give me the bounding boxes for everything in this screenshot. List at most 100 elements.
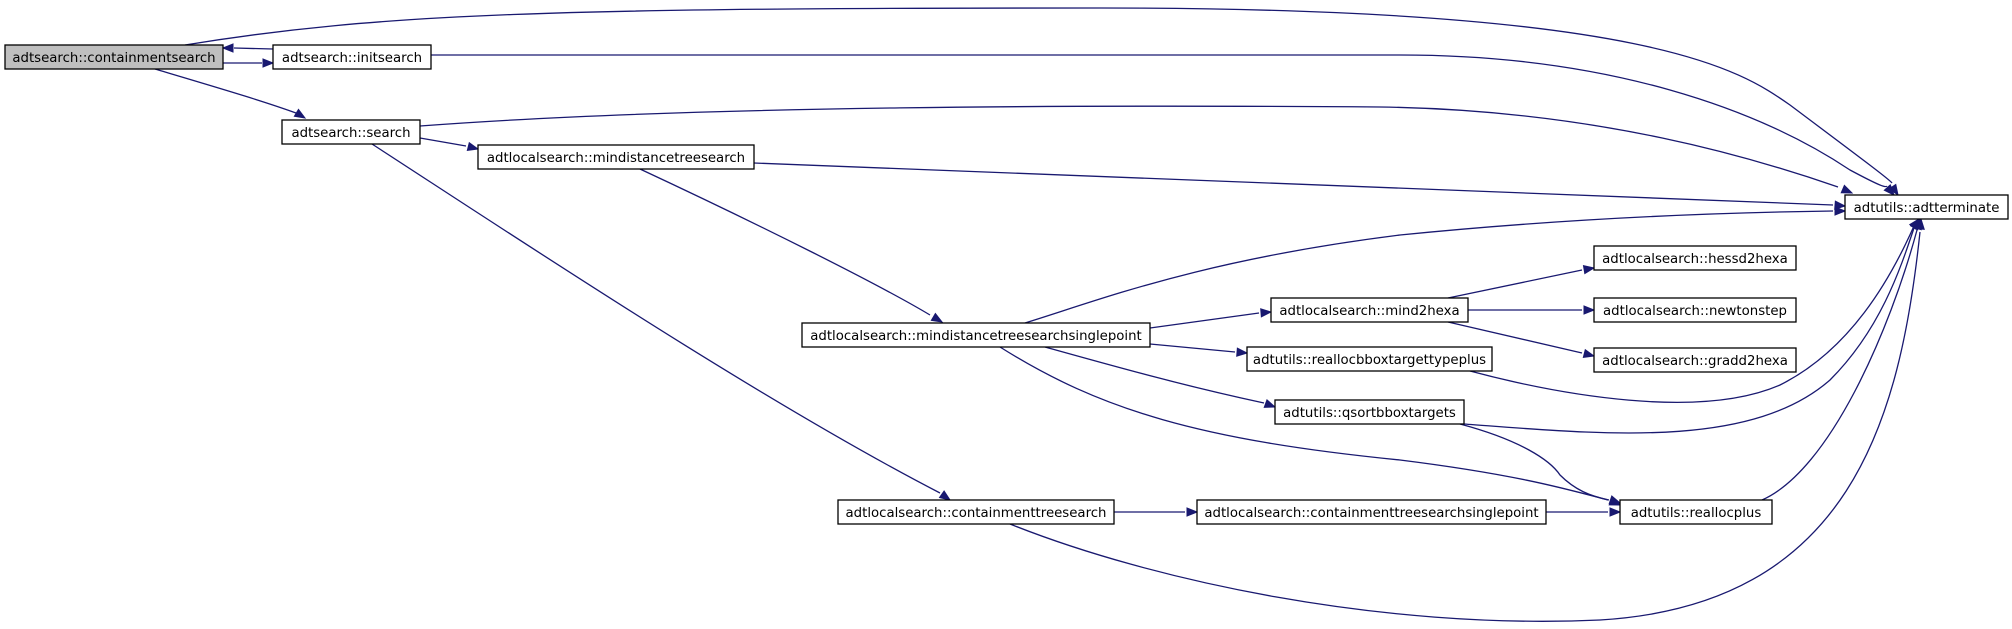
node-label: adtsearch::containmentsearch (12, 51, 215, 66)
edge-line (371, 143, 941, 494)
edge-mindistancetreesearch-to-mdtssp (639, 168, 944, 323)
node-label: adtutils::reallocbboxtargettypeplus (1253, 353, 1486, 368)
node-box (1844, 194, 2009, 220)
arrowhead-icon (466, 141, 480, 152)
arrowhead-icon (221, 43, 234, 53)
edge-containmentsearch-to-initsearch (223, 58, 275, 68)
edge-line (233, 47, 274, 50)
node-box (4, 44, 224, 70)
node-box (837, 499, 1115, 525)
node-containmentsearch[interactable]: adtsearch::containmentsearch (4, 44, 224, 70)
node-ctssp[interactable]: adtlocalsearch::containmenttreesearchsin… (1196, 499, 1547, 525)
edge-line (1149, 312, 1260, 329)
arrowhead-icon (1236, 347, 1249, 357)
arrowhead-icon (293, 108, 307, 119)
node-label: adtutils::reallocplus (1631, 506, 1762, 521)
edge-line (1459, 423, 1610, 501)
edge-line (1044, 346, 1265, 404)
arrowhead-icon (1186, 507, 1199, 517)
edge-line (1447, 321, 1583, 354)
edge-line (419, 105, 1839, 188)
node-containmenttreesearch[interactable]: adtlocalsearch::containmenttreesearch (837, 499, 1115, 525)
edge-line (753, 162, 1834, 206)
edge-initsearch-to-containmentsearch (221, 43, 274, 53)
node-box (1593, 245, 1797, 271)
arrowhead-icon (1609, 507, 1622, 517)
node-box (1619, 499, 1773, 525)
edge-search-to-mindistancetreesearch (419, 137, 480, 152)
edge-mdtssp-to-mind2hexa (1149, 308, 1273, 329)
edges-layer (154, 7, 1925, 622)
arrowhead-icon (1583, 305, 1596, 315)
arrowhead-icon (1834, 206, 1847, 216)
edge-line (154, 68, 297, 114)
edge-search-to-containmenttreesearch (371, 143, 952, 501)
arrowhead-icon (1840, 184, 1854, 194)
edge-line (1009, 231, 1921, 622)
node-label: adtsearch::search (291, 126, 410, 141)
edge-line (639, 168, 931, 316)
arrowhead-icon (1608, 495, 1622, 505)
arrowhead-icon (1834, 200, 1847, 210)
node-search[interactable]: adtsearch::search (281, 119, 421, 145)
arrowhead-icon (1260, 308, 1273, 318)
edge-line (1149, 343, 1236, 353)
node-label: adtlocalsearch::containmenttreesearchsin… (1204, 506, 1538, 521)
node-label: adtutils::qsortbboxtargets (1283, 406, 1456, 421)
node-mindistancetreesearch[interactable]: adtlocalsearch::mindistancetreesearch (477, 144, 755, 170)
edge-mindistancetreesearch-to-adtterminate (753, 162, 1847, 210)
node-reallocplus[interactable]: adtutils::reallocplus (1619, 499, 1773, 525)
node-box (1274, 399, 1465, 425)
node-label: adtutils::adtterminate (1854, 201, 2000, 216)
edge-initsearch-to-adtterminate (431, 54, 1895, 197)
node-box (272, 44, 432, 70)
arrowhead-icon (930, 312, 944, 323)
node-box (1593, 347, 1797, 373)
node-box (1196, 499, 1547, 525)
node-label: adtlocalsearch::mind2hexa (1279, 304, 1459, 319)
node-mind2hexa[interactable]: adtlocalsearch::mind2hexa (1270, 297, 1469, 323)
edge-line (1469, 225, 1915, 403)
node-gradd2hexa[interactable]: adtlocalsearch::gradd2hexa (1593, 347, 1797, 373)
edge-containmentsearch-to-search (154, 68, 307, 119)
node-box (801, 322, 1151, 348)
node-mdtssp[interactable]: adtlocalsearch::mindistancetreesearchsin… (801, 322, 1151, 348)
arrowhead-icon (1915, 217, 1925, 230)
node-qsort[interactable]: adtutils::qsortbboxtargets (1274, 399, 1465, 425)
edge-qsort-to-reallocplus (1459, 423, 1622, 505)
edge-mdtssp-to-adtterminate (1024, 206, 1847, 324)
node-newtonstep[interactable]: adtlocalsearch::newtonstep (1593, 297, 1797, 323)
edge-line (431, 54, 1888, 188)
edge-line (1447, 269, 1583, 299)
node-box (1246, 346, 1493, 372)
edge-ctssp-to-reallocplus (1546, 507, 1622, 517)
arrowhead-icon (938, 490, 952, 501)
edge-containmenttreesearch-to-adtterminate (1009, 217, 1925, 622)
arrowhead-icon (1888, 183, 1899, 197)
node-adtterminate[interactable]: adtutils::adtterminate (1844, 194, 2009, 220)
node-initsearch[interactable]: adtsearch::initsearch (272, 44, 432, 70)
edge-mdtssp-to-reallocbbox (1149, 343, 1249, 357)
arrowhead-icon (1582, 265, 1596, 275)
edge-line (1463, 227, 1915, 434)
edge-line (1761, 229, 1918, 501)
edge-containmentsearch-to-adtterminate (184, 7, 1899, 197)
node-box (281, 119, 421, 145)
node-hessd2hexa[interactable]: adtlocalsearch::hessd2hexa (1593, 245, 1797, 271)
edge-search-to-adtterminate (419, 105, 1854, 194)
node-reallocbbox[interactable]: adtutils::reallocbboxtargettypeplus (1246, 346, 1493, 372)
edge-containmenttreesearch-to-ctssp (1114, 507, 1199, 517)
arrowhead-icon (1883, 184, 1895, 197)
arrowhead-icon (1263, 398, 1277, 408)
edge-mdtssp-to-qsort (1044, 346, 1277, 408)
node-label: adtlocalsearch::mindistancetreesearch (487, 151, 745, 166)
edge-line (999, 346, 1609, 501)
nodes-layer: adtsearch::containmentsearch adtsearch::i… (4, 44, 2009, 525)
node-box (477, 144, 755, 170)
edge-line (184, 7, 1893, 184)
node-label: adtsearch::initsearch (282, 51, 422, 66)
arrowhead-icon (1582, 348, 1596, 359)
node-box (1270, 297, 1469, 323)
edge-mind2hexa-to-hessd2hexa (1447, 265, 1596, 299)
